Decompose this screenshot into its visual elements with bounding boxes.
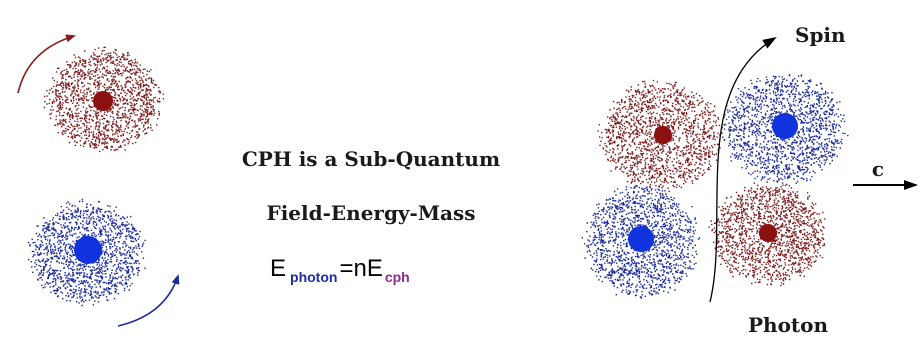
spin-label: Spin bbox=[795, 23, 846, 47]
cph-particle-blue-bottom bbox=[581, 185, 701, 299]
core-blue-left bbox=[74, 236, 102, 264]
eq-symbol-e: E bbox=[270, 255, 286, 282]
core-blue-top bbox=[772, 113, 798, 139]
eq-symbol-e-right: E bbox=[367, 255, 383, 282]
speckle-field bbox=[27, 198, 146, 307]
core-blue-bottom bbox=[628, 226, 654, 252]
cph-particle-blue-top bbox=[719, 74, 849, 187]
cph-particle-blue-left bbox=[27, 198, 146, 307]
heading-line-1: CPH is a Sub-Quantum bbox=[242, 147, 500, 171]
core-red-left bbox=[93, 91, 113, 111]
spin-arrow-photon bbox=[709, 36, 777, 303]
speckle-field bbox=[708, 180, 826, 287]
photon-cluster bbox=[581, 74, 849, 299]
eq-equals-n: =n bbox=[339, 255, 366, 282]
cph-particle-red-bottom bbox=[708, 180, 826, 287]
cph-particle-red-left bbox=[43, 46, 165, 153]
eq-subscript-cph: cph bbox=[385, 269, 410, 285]
velocity-label: c bbox=[872, 157, 884, 181]
cph-particle-red-top bbox=[597, 79, 726, 193]
core-red-top bbox=[654, 126, 672, 144]
speckle-field bbox=[43, 46, 165, 153]
spin-arrow-top-left bbox=[17, 34, 76, 94]
photon-label: Photon bbox=[748, 313, 828, 337]
heading-line-2: Field-Energy-Mass bbox=[267, 201, 476, 225]
spin-arrow-bottom-left bbox=[117, 274, 180, 327]
core-red-bottom bbox=[759, 224, 777, 242]
eq-subscript-photon: photon bbox=[290, 269, 337, 285]
